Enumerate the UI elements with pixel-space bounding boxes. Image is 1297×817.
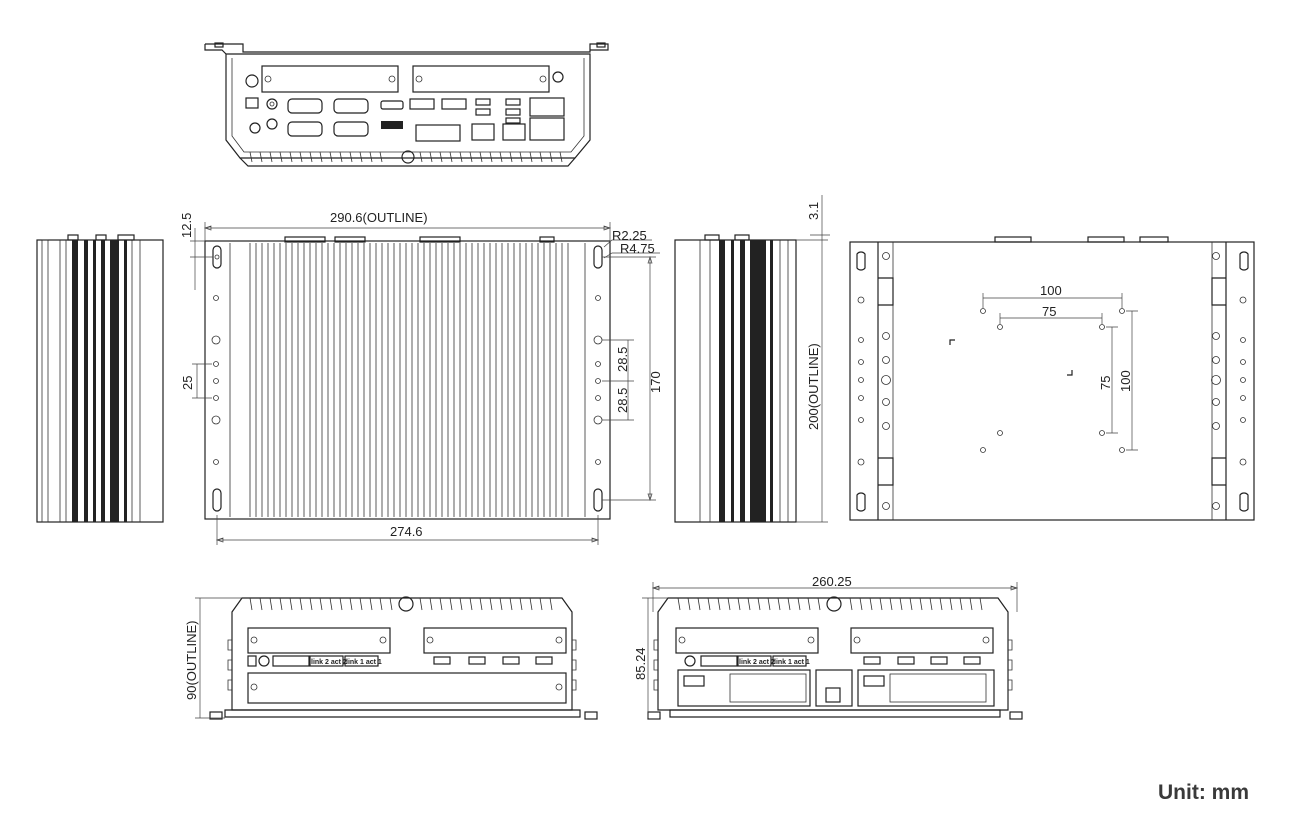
rear-link-label-1: link 1 act 1	[774, 659, 810, 666]
dim-radius-small: R2.25	[612, 228, 647, 243]
dim-overall-width: 290.6(OUTLINE)	[330, 210, 428, 225]
front-link-label-1: link 1 act 1	[346, 659, 382, 666]
unit-label: Unit: mm	[1158, 781, 1249, 804]
dim-slot-spacing: 274.6	[390, 524, 423, 539]
dim-vesa-inner-v: 75	[1098, 376, 1113, 390]
left-mount-holes	[211, 245, 222, 512]
dim-rear-height: 85.24	[633, 647, 648, 680]
dim-front-height: 90(OUTLINE)	[184, 621, 199, 700]
rear-link-label-2: link 2 act 2	[739, 659, 775, 666]
front-link-label-2: link 2 act 2	[311, 659, 347, 666]
front-view: link 2 act 2 link 1 act 1 90(OUTLINE)	[184, 596, 598, 720]
dim-vesa-inner-h: 75	[1042, 304, 1056, 319]
heatsink-top-view: 290.6(OUTLINE) R2.25 R4.75 12.5 25 274.6…	[179, 210, 663, 545]
dim-vesa-outer-h: 100	[1040, 283, 1062, 298]
dim-vesa-outer-v: 100	[1118, 370, 1133, 392]
io-panel-view	[204, 42, 609, 167]
right-side-view: 200(OUTLINE) 3.1	[674, 195, 830, 523]
dim-top-offset: 12.5	[179, 213, 194, 238]
bottom-view: 100 75 75 100	[849, 236, 1255, 521]
rear-view: link 2 act 2 link 1 act 1 260.25 85.24	[633, 574, 1023, 720]
dim-radius-large: R4.75	[620, 241, 655, 256]
right-mount-holes	[593, 245, 603, 512]
dim-side-top-offset: 3.1	[806, 202, 821, 220]
dim-rear-width: 260.25	[812, 574, 852, 589]
dim-side-height: 200(OUTLINE)	[806, 343, 821, 430]
dim-hole-height: 170	[648, 371, 663, 393]
left-side-view	[36, 234, 164, 523]
dim-hole-pitch-1: 28.5	[615, 347, 630, 372]
dim-hole-pitch-left: 25	[180, 376, 195, 390]
dim-hole-pitch-2: 28.5	[615, 388, 630, 413]
